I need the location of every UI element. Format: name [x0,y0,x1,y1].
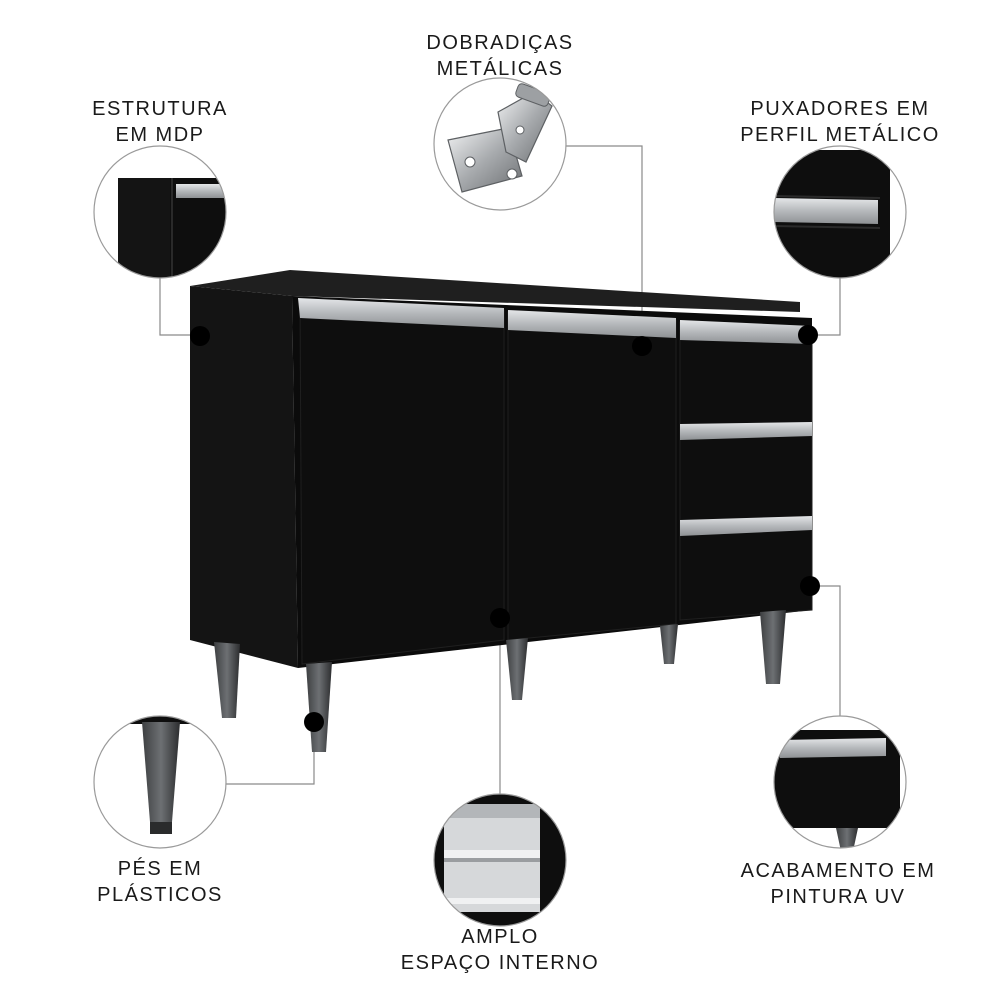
feet-label-line1: PÉS EM [117,858,203,880]
finish-label-line1: ACABAMENTO EM [740,860,936,882]
dot-structure [190,326,210,346]
dot-interior [490,608,510,628]
cabinet [190,270,813,752]
hinges-label-line2: METÁLICAS [436,58,564,80]
finish-label: ACABAMENTO EM PINTURA UV [728,858,948,910]
handles-label-line1: PUXADORES EM [750,98,930,120]
dot-finish [800,576,820,596]
handle-drawer-bottom [680,516,812,536]
leader-line-handles [808,278,841,336]
handles-label-line2: PERFIL METÁLICO [740,124,940,146]
leader-line-structure [159,278,200,336]
hinges-label: DOBRADIÇAS METÁLICAS [400,30,600,82]
mdp-structure-icon [93,145,227,279]
hinges-label-line1: DOBRADIÇAS [426,32,574,54]
dot-hinges [632,336,652,356]
left-door [299,299,505,665]
finish-label-line2: PINTURA UV [770,886,906,908]
leader-lines [159,145,841,794]
leg-front-left [306,662,332,752]
handle-right-door [508,310,676,338]
leg-front-center [506,638,528,700]
dot-handles [798,325,818,345]
handle-drawer-middle [680,422,812,440]
pointer-dots [190,325,820,732]
handle-drawer-top [680,320,812,344]
handle-left-door [298,298,504,328]
interior-label-line2: ESPAÇO INTERNO [400,952,600,974]
leader-line-hinges [566,145,643,346]
metal-hinge-icon [433,77,567,211]
interior-label: AMPLO ESPAÇO INTERNO [380,924,620,976]
leg-back-center [660,624,678,664]
handles-label: PUXADORES EM PERFIL METÁLICO [730,96,950,148]
structure-label-line1: ESTRUTURA [92,98,228,120]
cabinet-top [190,270,800,312]
uv-finish-icon [773,715,907,849]
right-door [507,311,677,641]
leg-front-right [760,610,786,684]
cabinet-side [190,286,298,668]
leader-line-feet [226,722,315,785]
interior-shelf-icon [433,793,567,927]
interior-label-line1: AMPLO [461,926,539,948]
structure-label: ESTRUTURA EM MDP [60,96,260,148]
feet-label: PÉS EM PLÁSTICOS [60,856,260,908]
structure-label-line2: EM MDP [115,124,205,146]
dot-feet [304,712,324,732]
leader-line-finish [810,585,841,716]
metal-handle-icon [773,145,907,279]
feet-label-line2: PLÁSTICOS [97,884,223,906]
leg-back-left [214,642,240,718]
plastic-foot-icon [93,715,227,849]
